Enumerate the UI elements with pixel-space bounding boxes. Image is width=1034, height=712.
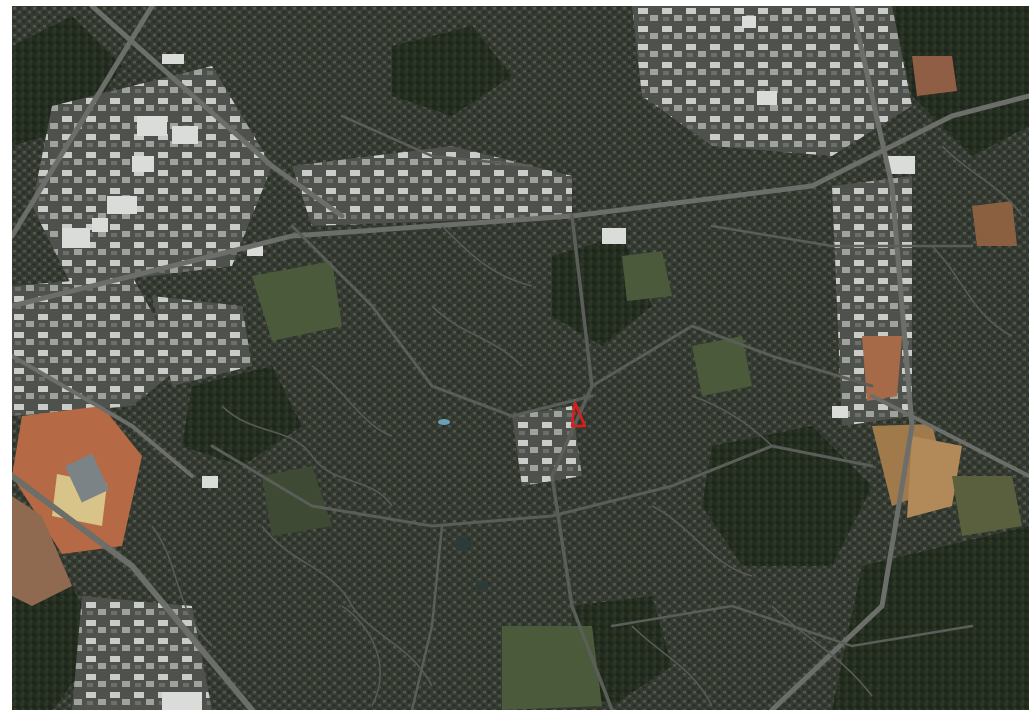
satellite-map[interactable] (12, 6, 1029, 710)
arterial-roads (210, 114, 974, 710)
farmland (872, 424, 1022, 536)
satellite-map-canvas[interactable] (12, 6, 1029, 710)
ponds (438, 419, 489, 590)
building-rooftops (62, 16, 915, 710)
construction-sites (12, 56, 1017, 606)
neighborhood-streets (151, 145, 1023, 707)
commercial-zones (12, 6, 912, 710)
open-fields (252, 251, 752, 710)
highlighted-parcel-outline[interactable] (570, 401, 587, 428)
highways (12, 6, 1029, 710)
